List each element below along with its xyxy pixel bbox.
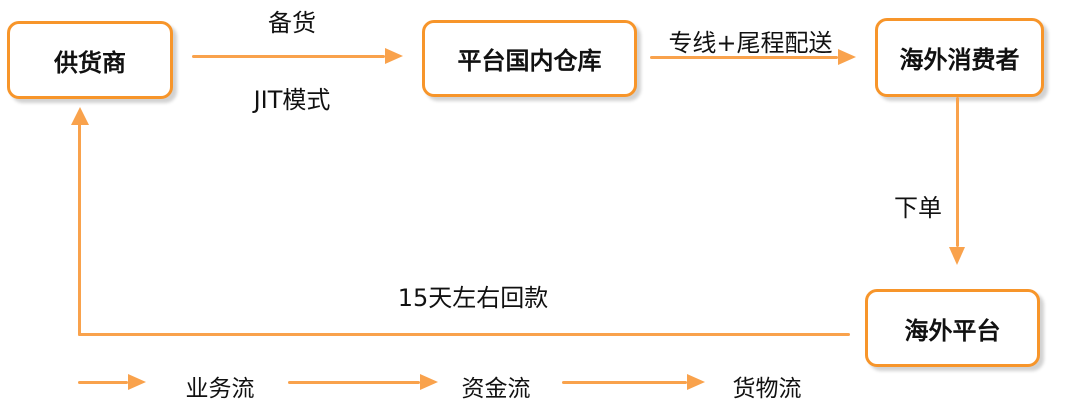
label-stock-up: 备货 <box>268 9 316 37</box>
edge-platform-supplier-hline <box>78 333 850 336</box>
edge-platform-supplier-arrowhead-icon <box>71 107 89 125</box>
edge-supplier-warehouse-arrowhead-icon <box>385 48 403 64</box>
node-overseas-platform: 海外平台 <box>865 289 1040 367</box>
node-overseas-platform-label: 海外平台 <box>904 316 1001 345</box>
edge-platform-supplier-vline <box>78 124 81 336</box>
legend-business-flow-line <box>78 381 128 384</box>
edge-warehouse-consumer-arrowhead-icon <box>838 49 856 65</box>
node-overseas-consumer: 海外消费者 <box>875 18 1044 97</box>
legend-goods-flow-arrowhead-icon <box>687 374 705 390</box>
legend-business-flow-arrowhead-icon <box>128 374 146 390</box>
edge-consumer-platform-line <box>956 97 959 247</box>
label-place-order: 下单 <box>894 194 942 222</box>
legend-label-business-flow: 业务流 <box>185 376 255 402</box>
label-jit-mode: JIT模式 <box>253 86 331 114</box>
legend-capital-flow-arrowhead-icon <box>420 374 438 390</box>
legend-label-goods-flow: 货物流 <box>732 376 802 402</box>
edge-warehouse-consumer-line <box>650 56 838 59</box>
edge-consumer-platform-arrowhead-icon <box>949 247 965 265</box>
legend-capital-flow-line <box>288 381 420 384</box>
label-payback-15-days: 15天左右回款 <box>397 284 549 312</box>
node-domestic-warehouse: 平台国内仓库 <box>422 20 637 97</box>
legend-goods-flow-line <box>562 381 687 384</box>
label-dedicated-line-delivery: 专线+尾程配送 <box>668 29 833 57</box>
node-supplier-label: 供货商 <box>54 48 126 77</box>
node-supplier: 供货商 <box>7 21 173 99</box>
node-domestic-warehouse-label: 平台国内仓库 <box>457 47 602 75</box>
edge-supplier-warehouse-line <box>192 55 385 58</box>
node-overseas-consumer-label: 海外消费者 <box>899 46 1020 74</box>
legend-label-capital-flow: 资金流 <box>461 376 531 402</box>
